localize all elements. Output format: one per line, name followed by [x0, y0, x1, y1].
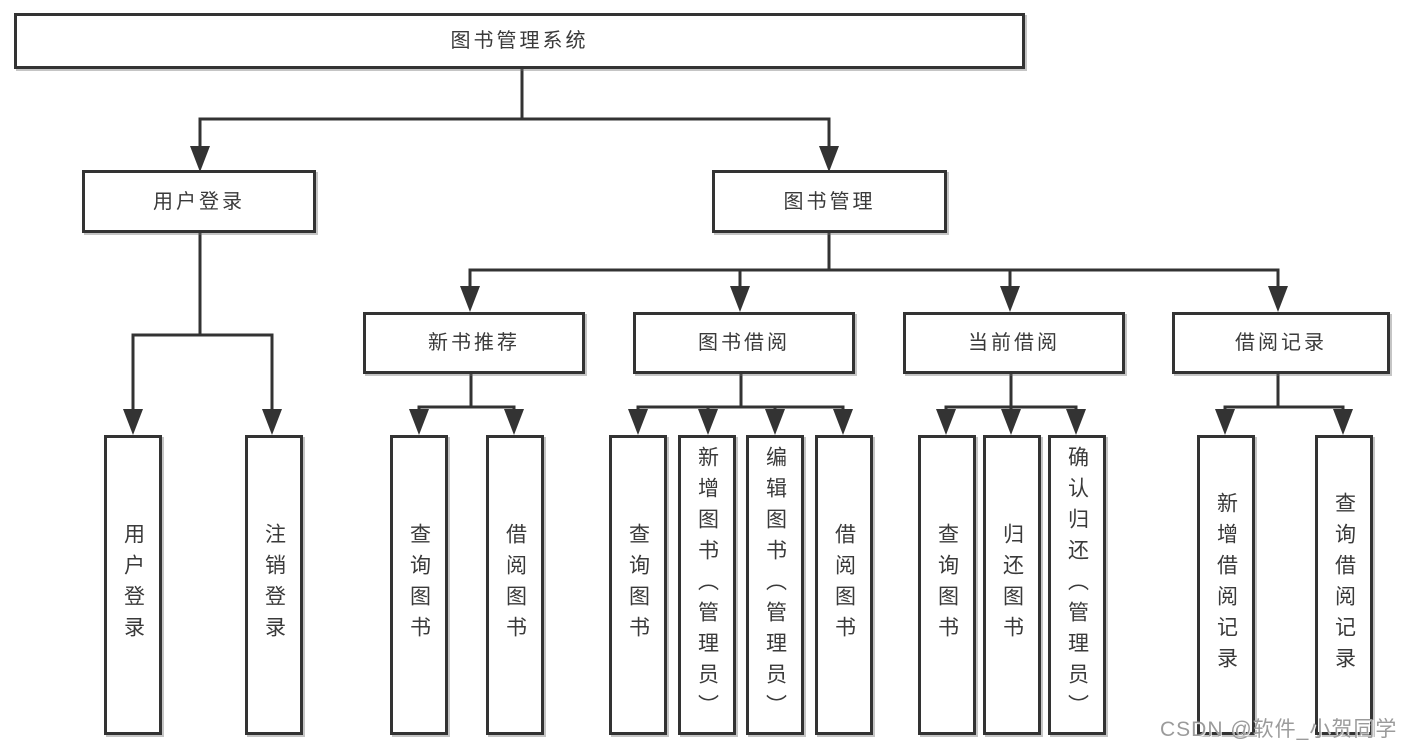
node-label: 图书管理 [783, 190, 876, 213]
leaf-user-login: 用户登录 [104, 435, 162, 735]
leaf-query-books-borrowing: 查询图书 [609, 435, 667, 735]
node-label: 图书借阅 [698, 332, 790, 354]
node-borrowing-records: 借阅记录 [1172, 312, 1390, 374]
node-label: 新增借阅记录 [1214, 492, 1238, 678]
node-label: 图书管理系统 [450, 30, 589, 52]
node-label: 查询图书 [935, 523, 959, 647]
node-label: 确认归还（管理员） [1065, 445, 1089, 725]
leaf-borrow-books-borrowing: 借阅图书 [815, 435, 873, 735]
leaf-query-books-recommend: 查询图书 [390, 435, 448, 735]
leaf-logout-login: 注销登录 [245, 435, 303, 735]
node-label: 归还图书 [1000, 523, 1024, 647]
leaf-confirm-return-admin: 确认归还（管理员） [1048, 435, 1106, 735]
node-label: 注销登录 [262, 523, 286, 647]
node-label: 查询借阅记录 [1332, 492, 1356, 678]
node-label: 借阅图书 [832, 523, 856, 647]
node-label: 新增图书（管理员） [695, 445, 719, 725]
node-label: 新书推荐 [428, 332, 520, 354]
leaf-query-books-current: 查询图书 [918, 435, 976, 735]
node-book-management: 图书管理 [712, 170, 947, 233]
node-label: 用户登录 [121, 523, 145, 647]
node-label: 编辑图书（管理员） [763, 445, 787, 725]
arrowheads [123, 146, 1353, 435]
watermark-text: CSDN @软件_小贺同学 [1160, 718, 1398, 741]
leaf-return-books: 归还图书 [983, 435, 1041, 735]
node-new-book-recommendation: 新书推荐 [363, 312, 585, 374]
node-library-management-system: 图书管理系统 [14, 13, 1025, 69]
node-book-borrowing: 图书借阅 [633, 312, 855, 374]
node-label: 借阅记录 [1235, 332, 1327, 354]
node-label: 用户登录 [153, 190, 245, 213]
leaf-query-borrow-record: 查询借阅记录 [1315, 435, 1373, 735]
node-label: 当前借阅 [968, 332, 1060, 354]
leaf-edit-books-admin: 编辑图书（管理员） [746, 435, 804, 735]
node-user-login-branch: 用户登录 [82, 170, 316, 233]
leaf-borrow-books-recommend: 借阅图书 [486, 435, 544, 735]
node-label: 查询图书 [626, 523, 650, 647]
node-label: 借阅图书 [503, 523, 527, 647]
node-current-borrowing: 当前借阅 [903, 312, 1125, 374]
leaf-add-borrow-record: 新增借阅记录 [1197, 435, 1255, 735]
leaf-add-books-admin: 新增图书（管理员） [678, 435, 736, 735]
node-label: 查询图书 [407, 523, 431, 647]
